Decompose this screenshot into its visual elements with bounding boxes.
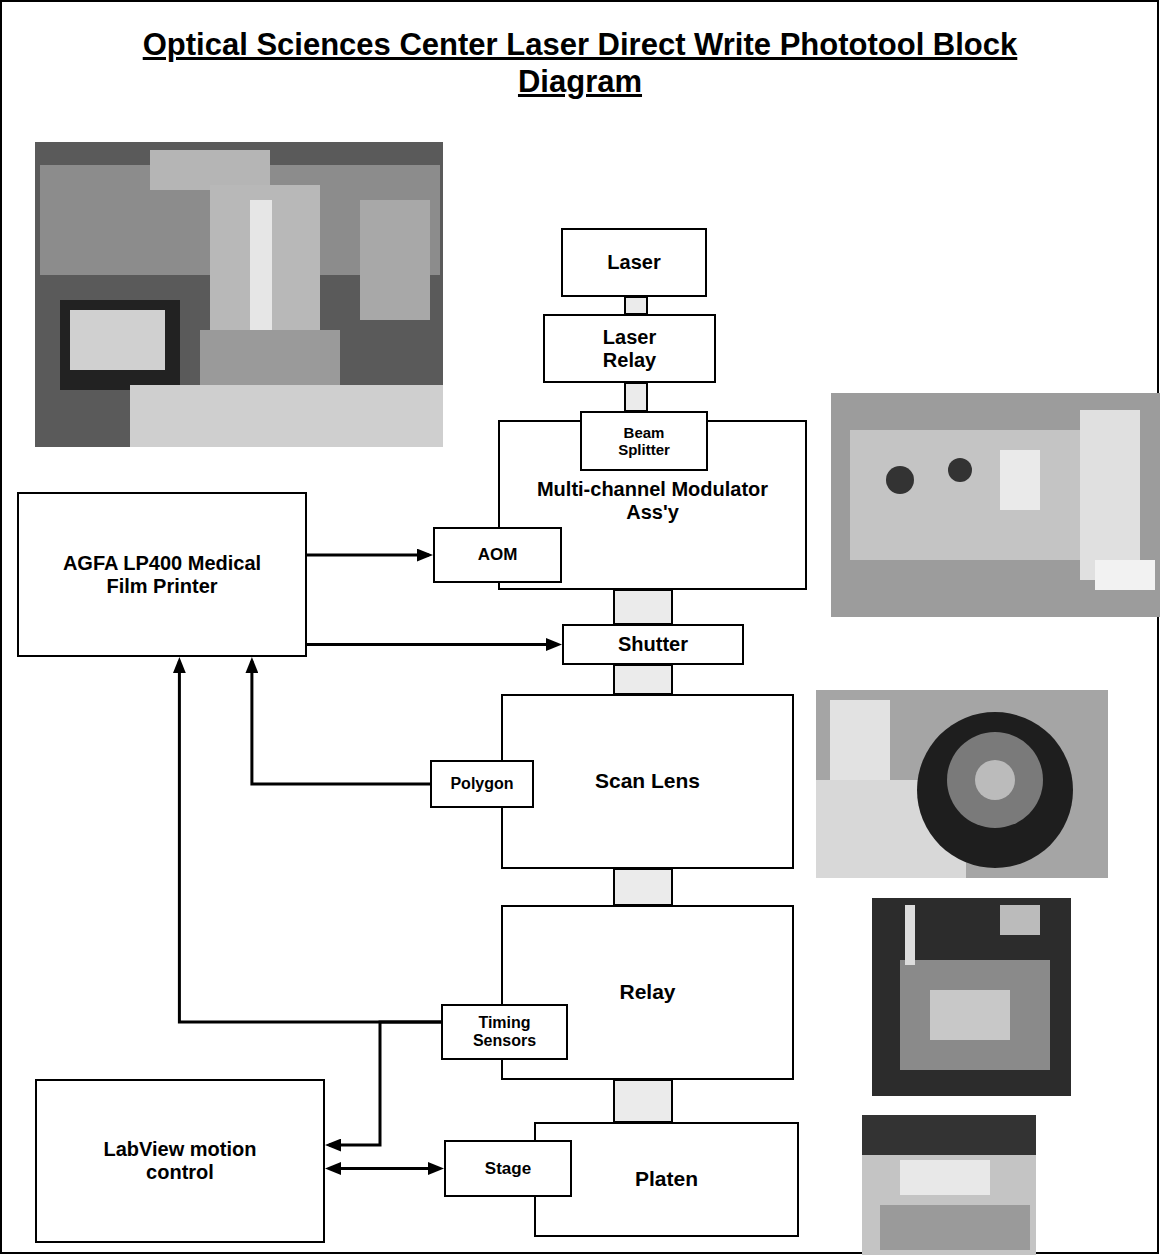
node-label: Stage xyxy=(485,1159,531,1179)
photo-part xyxy=(150,150,270,190)
block-box: Shutter xyxy=(562,624,744,665)
photo-part xyxy=(900,960,1050,1070)
signal-arrow xyxy=(179,661,441,1022)
diagram-title: Optical Sciences Center Laser Direct Wri… xyxy=(110,26,1050,100)
beam-path xyxy=(614,665,672,694)
node-label: Relay xyxy=(619,980,675,1004)
photo-part xyxy=(130,385,443,447)
photo-part xyxy=(360,200,430,320)
beam-path xyxy=(614,590,672,624)
block-box: Laser Relay xyxy=(543,314,716,383)
sub-block-box: Timing Sensors xyxy=(441,1004,568,1060)
apparatus-photo xyxy=(35,142,443,447)
node-label: Multi-channel Modulator Ass'y xyxy=(513,478,793,524)
block-box: Multi-channel Modulator Ass'y Beam Splitt… xyxy=(498,420,807,590)
photo-part xyxy=(250,200,272,330)
photo-part xyxy=(947,732,1043,828)
photo-part xyxy=(1080,410,1140,580)
photo-part xyxy=(70,310,165,370)
photo-part xyxy=(1000,905,1040,935)
beam-path xyxy=(625,383,647,411)
photo-part xyxy=(850,430,1080,560)
photo-part xyxy=(862,1115,1036,1155)
relay-photo xyxy=(872,898,1071,1096)
photo-part xyxy=(930,990,1010,1040)
node-label: Polygon xyxy=(450,775,513,793)
sub-block-box: Polygon xyxy=(430,760,534,808)
photo-part xyxy=(1000,450,1040,510)
beam-path xyxy=(625,297,647,314)
photo-part xyxy=(886,466,914,494)
photo-part xyxy=(900,1160,990,1195)
node-label: Timing Sensors xyxy=(457,1014,553,1051)
sub-block-box: Beam Splitter xyxy=(580,411,708,471)
signal-arrow xyxy=(307,554,429,557)
photo-ground xyxy=(831,393,1160,617)
photo-part xyxy=(917,712,1073,868)
block-box: Scan LensPolygon xyxy=(501,694,794,869)
node-label: Scan Lens xyxy=(595,769,700,793)
photo-ground xyxy=(872,898,1071,1096)
signal-arrow xyxy=(307,643,558,646)
photo-part xyxy=(905,905,915,965)
sub-block-box: Stage xyxy=(444,1140,572,1197)
node-label: Shutter xyxy=(618,633,688,656)
block-box: PlatenStage xyxy=(534,1122,799,1237)
signal-arrow xyxy=(252,661,430,784)
scanner-photo xyxy=(816,690,1108,878)
photo-part xyxy=(1095,560,1155,590)
block-box: LabView motion control xyxy=(35,1079,325,1243)
photo-part xyxy=(830,700,890,780)
block-box: AGFA LP400 Medical Film Printer xyxy=(17,492,307,657)
node-label: AGFA LP400 Medical Film Printer xyxy=(42,552,282,598)
node-label: Laser Relay xyxy=(580,326,680,372)
photo-ground xyxy=(816,690,1108,878)
node-label: AOM xyxy=(478,545,518,565)
block-box: RelayTiming Sensors xyxy=(501,905,794,1080)
block-box: Laser xyxy=(561,228,707,297)
node-label: Beam Splitter xyxy=(596,424,692,459)
photo-part xyxy=(210,185,320,335)
signal-arrow xyxy=(329,1167,440,1170)
node-label: Platen xyxy=(635,1167,698,1191)
beam-path xyxy=(614,1080,672,1122)
platen-photo xyxy=(862,1115,1036,1255)
photo-part xyxy=(975,760,1015,800)
photo-ground xyxy=(862,1115,1036,1255)
photo-ground xyxy=(35,142,443,447)
node-label: LabView motion control xyxy=(85,1138,275,1184)
photo-part xyxy=(200,330,340,385)
modulator-photo xyxy=(831,393,1160,617)
photo-part xyxy=(880,1205,1030,1250)
node-label: Laser xyxy=(607,251,660,274)
photo-part xyxy=(60,300,180,390)
sub-block-box: AOM xyxy=(433,527,562,583)
beam-path xyxy=(614,869,672,905)
signal-arrow xyxy=(329,1022,441,1145)
photo-part xyxy=(948,458,972,482)
